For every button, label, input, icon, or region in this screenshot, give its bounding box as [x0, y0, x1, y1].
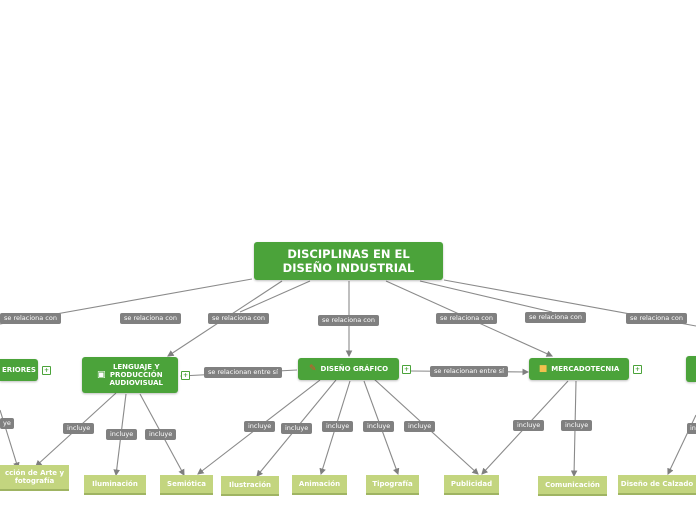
leaf-direccion-arte-line1: cción de Arte y — [4, 469, 65, 477]
leaf-publicidad[interactable]: Publicidad — [444, 475, 499, 495]
label-includes: incluye — [244, 421, 276, 432]
leaf-animacion-label: Animación — [298, 480, 341, 488]
leaf-semiotica-label: Semiótica — [167, 480, 206, 488]
leaf-ilustracion[interactable]: Ilustración — [221, 476, 279, 496]
expand-grafico-icon[interactable]: + — [402, 365, 411, 374]
briefcase-icon: ■ — [538, 364, 548, 374]
leaf-diseno-calzado[interactable]: Diseño de Calzado — [618, 475, 696, 495]
node-mercadotecnia[interactable]: ■ MERCADOTECNIA — [529, 358, 629, 380]
expand-mercado-icon[interactable]: + — [633, 365, 642, 374]
label-includes: incluye — [145, 429, 177, 440]
leaf-comunicacion-label: Comunicación — [545, 481, 600, 489]
leaf-publicidad-label: Publicidad — [450, 480, 493, 488]
leaf-iluminacion-label: Iluminación — [92, 480, 138, 488]
label-relation-between: se relacionan entre sí — [430, 366, 508, 377]
node-diseno-grafico-label: DISEÑO GRÁFICO — [320, 365, 389, 373]
leaf-direccion-arte[interactable]: cción de Arte y fotografía — [0, 465, 69, 491]
leaf-diseno-calzado-label: Diseño de Calzado — [620, 480, 694, 488]
label-includes: incluye — [63, 423, 95, 434]
link-root-extra1 — [239, 280, 311, 313]
leaf-animacion[interactable]: Animación — [292, 475, 347, 495]
leaf-iluminacion[interactable]: Iluminación — [84, 475, 146, 495]
label-includes: incluye — [322, 421, 354, 432]
label-includes: ye — [0, 418, 14, 429]
label-relation: se relaciona con — [208, 313, 269, 324]
leaf-tipografia[interactable]: Tipografía — [366, 475, 419, 495]
camera-icon: ▣ — [97, 370, 106, 380]
label-relation: se relaciona con — [525, 312, 586, 323]
node-interiores[interactable]: ERIORES — [0, 359, 38, 381]
root-node[interactable]: DISCIPLINAS EN EL DISEÑO INDUSTRIAL — [254, 242, 443, 280]
node-right-cut[interactable] — [686, 356, 696, 382]
label-relation: se relaciona con — [626, 313, 687, 324]
label-relation: se relaciona con — [120, 313, 181, 324]
label-includes: incluye — [363, 421, 395, 432]
label-relation-between: se relacionan entre sí — [204, 367, 282, 378]
node-lenguaje[interactable]: ▣ LENGUAJE Y PRODUCCIÓN AUDIOVISUAL — [82, 357, 178, 393]
label-includes: incluye — [281, 423, 313, 434]
leaf-comunicacion[interactable]: Comunicación — [538, 476, 607, 496]
leaf-semiotica[interactable]: Semiótica — [160, 475, 213, 495]
label-includes: inc — [687, 423, 696, 434]
node-lenguaje-line3: AUDIOVISUAL — [109, 379, 163, 387]
node-mercadotecnia-label: MERCADOTECNIA — [551, 365, 620, 373]
label-includes: incluye — [106, 429, 138, 440]
expand-interiores-icon[interactable]: + — [42, 366, 51, 375]
node-diseno-grafico[interactable]: ✎ DISEÑO GRÁFICO — [298, 358, 399, 380]
label-includes: incluye — [561, 420, 593, 431]
link-root-extra2 — [419, 280, 553, 313]
label-relation: se relaciona con — [436, 313, 497, 324]
node-lenguaje-line2: PRODUCCIÓN — [109, 371, 163, 379]
leaf-direccion-arte-line2: fotografía — [14, 477, 55, 485]
label-includes: incluye — [513, 420, 545, 431]
label-relation: se relaciona con — [318, 315, 379, 326]
node-lenguaje-line1: LENGUAJE Y — [112, 363, 160, 371]
root-title-line1: DISCIPLINAS EN EL — [287, 247, 410, 261]
root-title-line2: DISEÑO INDUSTRIAL — [282, 261, 415, 275]
label-includes: incluye — [404, 421, 436, 432]
pencil-icon: ✎ — [308, 364, 317, 374]
label-relation: se relaciona con — [0, 313, 61, 324]
expand-lenguaje-icon[interactable]: + — [181, 371, 190, 380]
leaf-ilustracion-label: Ilustración — [228, 481, 272, 489]
node-interiores-label: ERIORES — [2, 366, 36, 374]
leaf-tipografia-label: Tipografía — [372, 480, 413, 488]
